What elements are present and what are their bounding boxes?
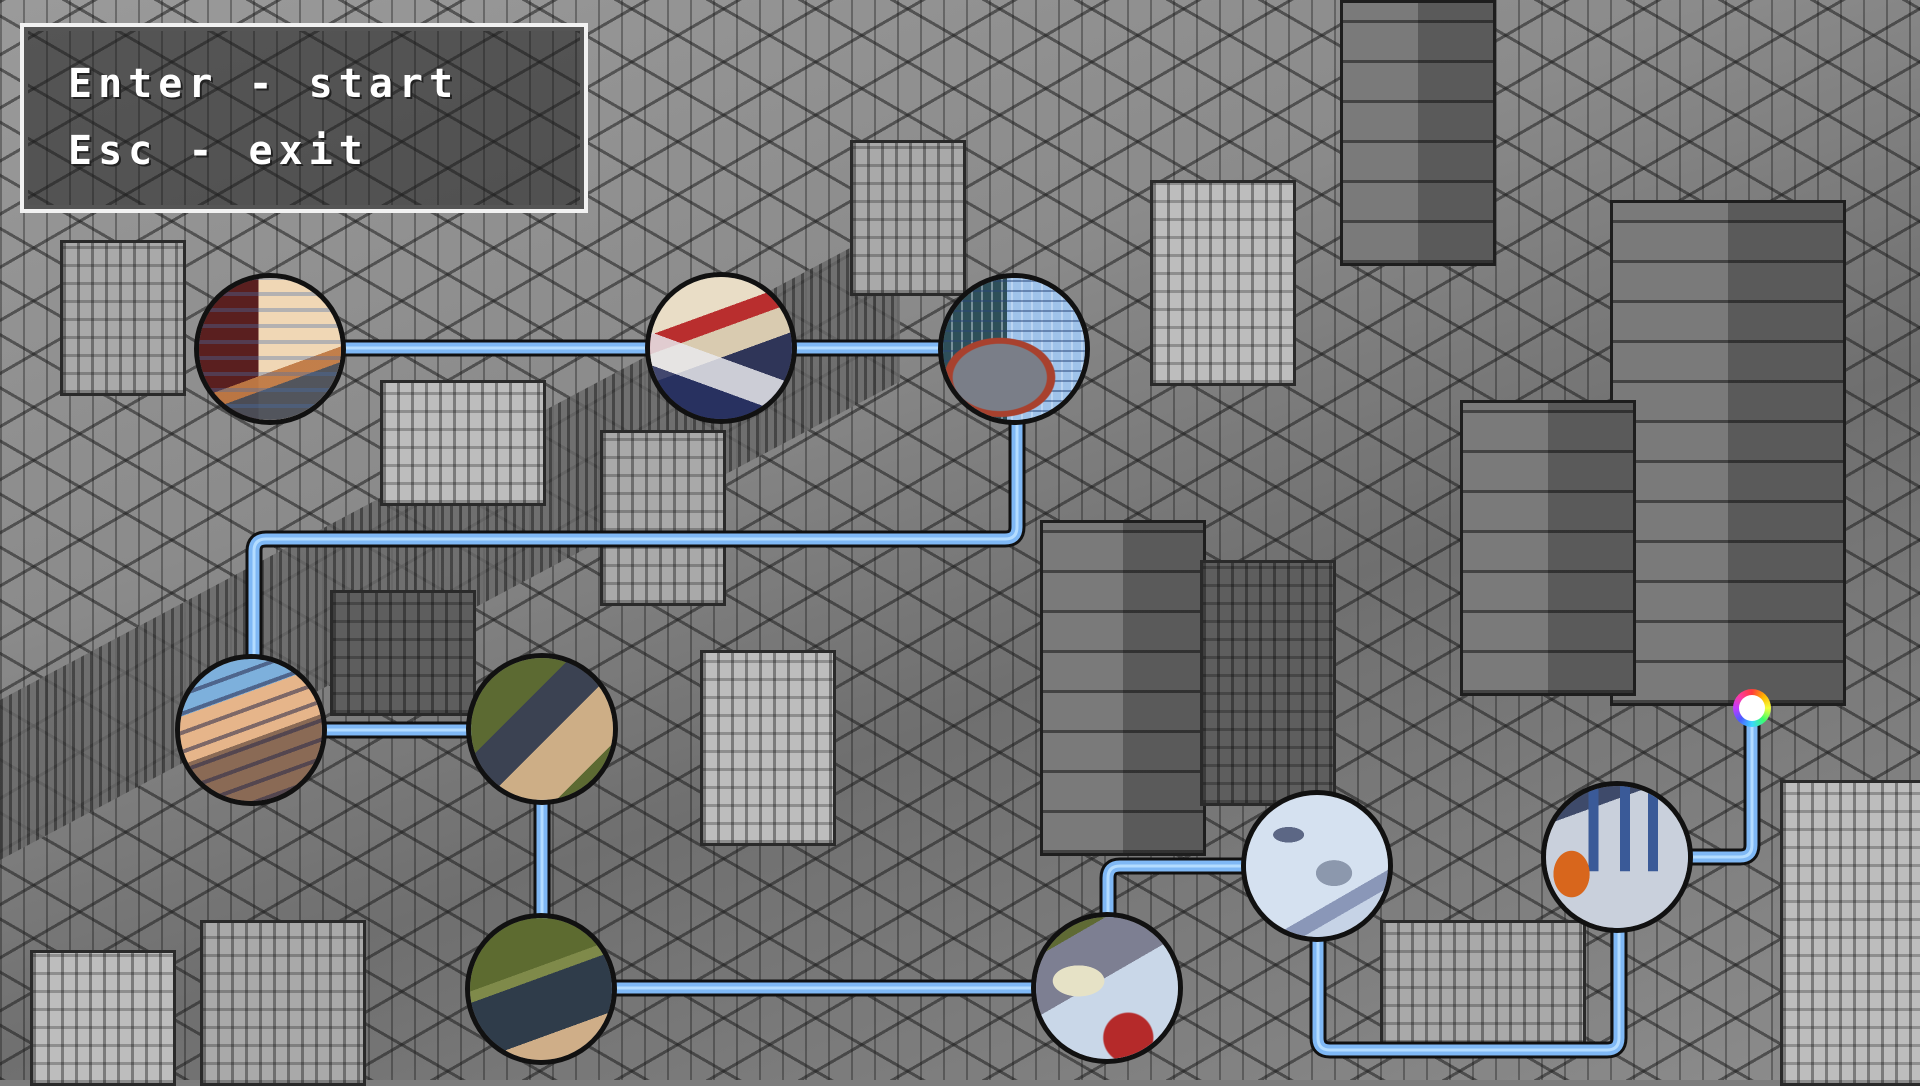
rooftop-detail (199, 278, 341, 420)
factory-building (1380, 920, 1586, 1046)
level-node-3[interactable] (938, 273, 1090, 425)
skyscraper (1460, 400, 1636, 696)
building (60, 240, 186, 396)
building (30, 950, 176, 1086)
orange-pipes (1546, 786, 1688, 928)
building (1780, 780, 1920, 1086)
level-node-7[interactable] (1031, 912, 1183, 1064)
store-roof-detail (650, 277, 792, 419)
building (200, 920, 366, 1086)
building (700, 650, 836, 846)
level-node-8[interactable] (1241, 790, 1393, 942)
building (1200, 560, 1336, 806)
rail-lines (180, 659, 322, 801)
level-node-5[interactable] (466, 653, 618, 805)
canal-outflow-thumbnail (470, 918, 612, 1060)
hvac-units (1246, 795, 1388, 937)
building (600, 430, 726, 606)
skyscraper (1610, 200, 1846, 706)
level-node-1[interactable] (194, 273, 346, 425)
window-pattern (199, 278, 341, 420)
red-crane (1036, 917, 1178, 1059)
building (1150, 180, 1296, 386)
controls-panel: Enter - start Esc - exit (20, 23, 588, 213)
level-node-2[interactable] (645, 272, 797, 424)
brick-rooftop (943, 278, 1085, 420)
finish-marker-core (1739, 695, 1765, 721)
enter-start-hint: Enter - start (68, 61, 460, 107)
building (380, 380, 546, 506)
park-riverbank-thumbnail (471, 658, 613, 800)
esc-exit-hint: Esc - exit (68, 128, 369, 174)
building (330, 590, 476, 716)
level-node-4[interactable] (175, 654, 327, 806)
level-node-9[interactable] (1541, 781, 1693, 933)
skyscraper (1340, 0, 1496, 266)
level-node-6[interactable] (465, 913, 617, 1065)
building (850, 140, 966, 296)
skyscraper (1040, 520, 1206, 856)
finish-marker[interactable] (1733, 689, 1771, 727)
